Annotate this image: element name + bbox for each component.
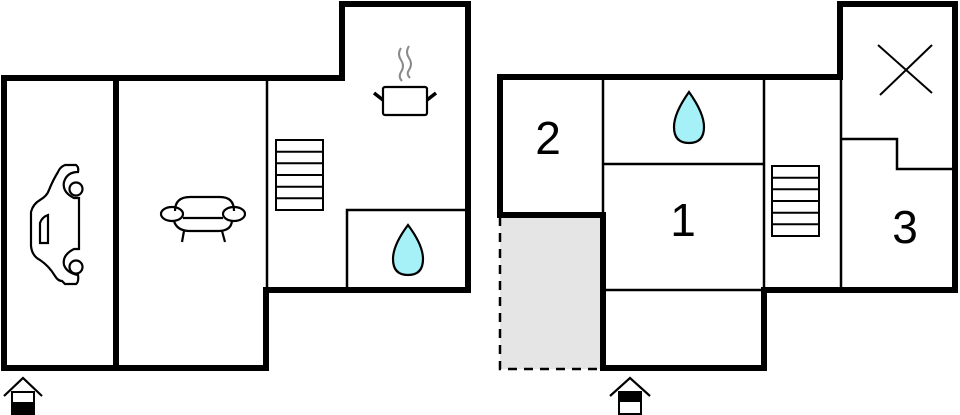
room-label-3: 3	[892, 201, 918, 253]
room-label-2: 2	[535, 112, 561, 164]
cooking-pot-icon	[372, 45, 438, 117]
water-drop-icon	[391, 223, 425, 277]
entrance-arrow-icon	[609, 376, 651, 415]
water-drop-icon	[672, 90, 706, 145]
stairs-icon	[771, 165, 820, 237]
terrace-dashed-border	[498, 217, 603, 371]
sofa-icon	[159, 195, 247, 243]
terrace	[500, 217, 603, 369]
cross-icon	[877, 44, 933, 96]
outer-walls	[1, 1, 471, 371]
wall-bathroom	[345, 208, 468, 290]
upper-floor: 2 1 3	[497, 1, 958, 415]
car-icon	[29, 163, 84, 286]
room-label-1: 1	[670, 194, 696, 246]
entrance-arrow-icon	[3, 376, 43, 415]
outer-walls	[497, 1, 958, 371]
inner-walls	[601, 77, 955, 292]
stairs-icon	[275, 139, 324, 211]
ground-floor	[1, 1, 471, 415]
